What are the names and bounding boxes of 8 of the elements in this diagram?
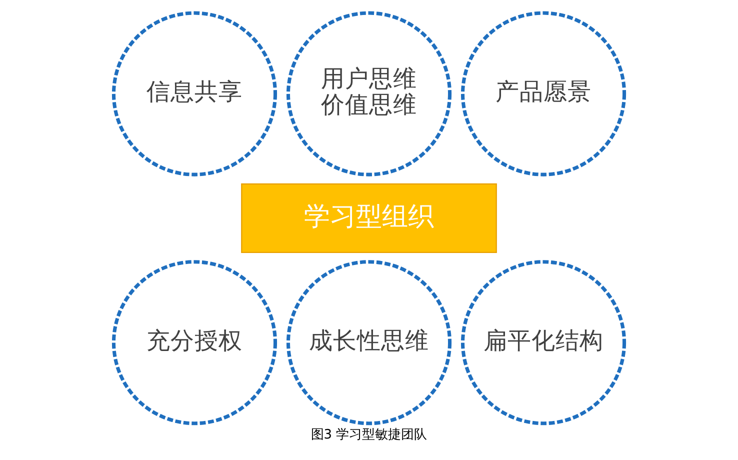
node-circle: 充分授权 <box>112 260 278 426</box>
node-circle: 扁平化结构 <box>460 260 626 426</box>
node-circle: 信息共享 <box>112 11 278 176</box>
node-circle: 用户思维价值思维 <box>286 11 452 176</box>
node-circle: 成长性思维 <box>286 260 452 426</box>
node-box: 学习型组织 <box>241 183 497 253</box>
node-circle: 产品愿景 <box>460 11 626 176</box>
caption: 图3 学习型敏捷团队 <box>310 427 428 442</box>
